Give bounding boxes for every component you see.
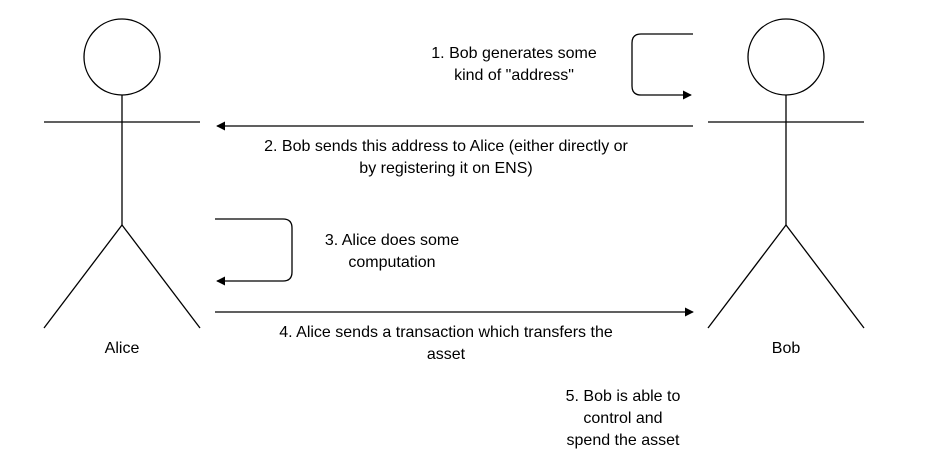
- bob-head: [747, 18, 825, 96]
- step-4-label: 4. Alice sends a transaction which trans…: [226, 322, 666, 366]
- step-1-line-2: kind of "address": [454, 67, 574, 84]
- step-1-self-loop-arrow: [631, 33, 693, 100]
- step-5-line-2: control and: [583, 410, 663, 427]
- bob-left-leg: [707, 224, 787, 329]
- step-5-line-3: spend the asset: [566, 432, 680, 449]
- step-2-line-1: 2. Bob sends this address to Alice (eith…: [264, 138, 628, 155]
- step-1-label: 1. Bob generates some kind of "address": [404, 43, 624, 87]
- bob-right-leg: [785, 224, 865, 329]
- step-2-label: 2. Bob sends this address to Alice (eith…: [196, 136, 696, 180]
- actor-bob-name: Bob: [771, 340, 801, 357]
- actor-alice-name: Alice: [104, 340, 140, 357]
- step-5-line-1: 5. Bob is able to: [565, 388, 681, 405]
- step-5-label: 5. Bob is able to control and spend the …: [543, 386, 703, 452]
- step-4-line-1: 4. Alice sends a transaction which trans…: [279, 324, 613, 341]
- actor-alice-figure: [43, 18, 201, 329]
- step-3-line-1: 3. Alice does some: [324, 232, 460, 249]
- alice-head: [83, 18, 161, 96]
- alice-left-leg: [43, 224, 123, 329]
- step-1-line-1: 1. Bob generates some: [431, 45, 597, 62]
- step-2-line-2: by registering it on ENS): [359, 160, 533, 177]
- actor-bob-figure: [707, 18, 865, 329]
- step-3-self-loop-arrow: [215, 218, 293, 286]
- alice-right-leg: [121, 224, 201, 329]
- step-3-label: 3. Alice does some computation: [304, 230, 480, 274]
- step-4-line-2: asset: [426, 346, 466, 363]
- step-3-line-2: computation: [348, 254, 436, 271]
